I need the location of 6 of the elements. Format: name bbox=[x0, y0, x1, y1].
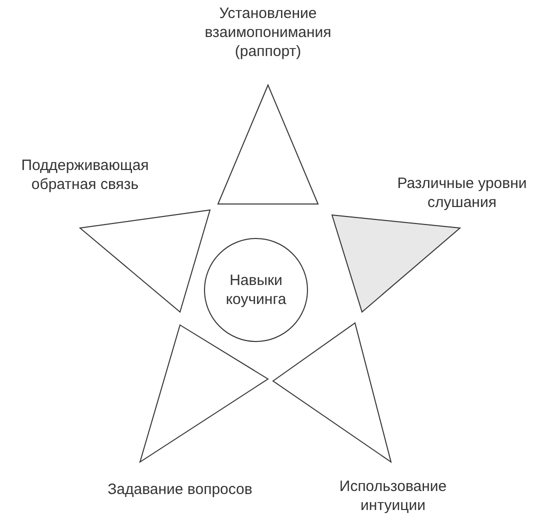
node-label: Поддерживающая обратная связь bbox=[20, 156, 150, 194]
node-label: Установление взаимопонимания (раппорт) bbox=[204, 4, 332, 61]
node-label: Задавание вопросов bbox=[106, 480, 254, 499]
node-label: Навыки коучинга bbox=[224, 271, 288, 309]
node-label: Использование интуиции bbox=[338, 477, 448, 515]
node-label: Различные уровни слушания bbox=[396, 174, 528, 212]
